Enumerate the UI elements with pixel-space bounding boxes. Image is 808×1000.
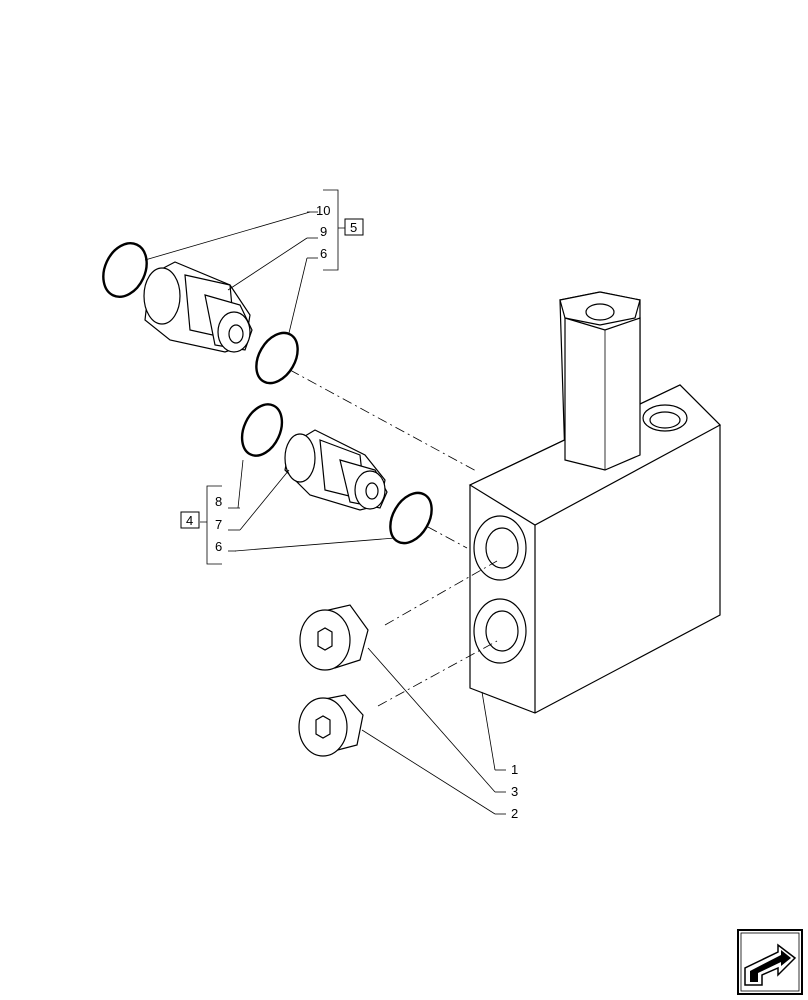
callout-7: 7 (215, 517, 222, 532)
callout-9: 9 (320, 224, 327, 239)
group-box-5 (344, 218, 364, 236)
centerline-upper (289, 369, 479, 473)
middle-o-ring-8 (240, 403, 284, 457)
callout-4: 4 (186, 513, 193, 528)
middle-fitting (284, 429, 388, 511)
bracket-group-5 (323, 189, 345, 271)
upper-o-ring-6 (255, 331, 299, 385)
plug-upper (299, 604, 369, 671)
upper-o-ring-10 (102, 242, 148, 298)
centerline-middle (427, 526, 468, 549)
centerline-port-1 (384, 560, 498, 626)
middle-o-ring-6 (389, 491, 433, 545)
callout-6-upper: 6 (320, 246, 327, 261)
callout-5: 5 (350, 220, 357, 235)
callout-10: 10 (316, 203, 330, 218)
callout-2: 2 (511, 806, 518, 821)
callout-3: 3 (511, 784, 518, 799)
bracket-group-4 (200, 485, 222, 565)
callout-6-lower: 6 (215, 539, 222, 554)
upper-fitting (143, 261, 253, 353)
next-page-arrow-icon[interactable] (737, 929, 803, 995)
plug-lower (298, 694, 364, 757)
group-box-4 (180, 511, 200, 529)
callout-1: 1 (511, 762, 518, 777)
centerline-port-2 (377, 640, 498, 707)
leader-lines (144, 211, 506, 815)
valve-block (468, 291, 721, 714)
callout-8: 8 (215, 494, 222, 509)
